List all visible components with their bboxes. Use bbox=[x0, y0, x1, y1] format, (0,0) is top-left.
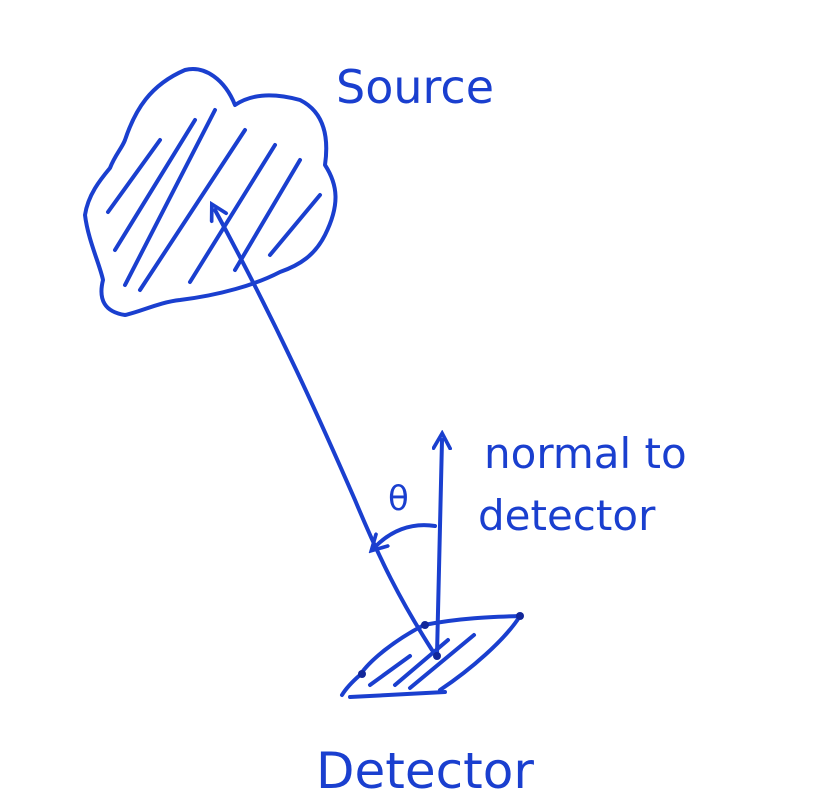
ray-to-source bbox=[215, 210, 434, 652]
theta-label: θ bbox=[388, 479, 409, 519]
normal-label-line2: detector bbox=[478, 491, 656, 540]
detector-plate bbox=[340, 612, 524, 699]
normal-label-line1: normal to bbox=[484, 429, 687, 478]
angle-arc bbox=[376, 523, 437, 546]
detector-label: Detector bbox=[316, 742, 534, 800]
normal-arrow bbox=[437, 440, 442, 657]
source-label: Source bbox=[336, 60, 494, 114]
source-blob bbox=[83, 67, 338, 317]
source-hatching bbox=[106, 108, 322, 292]
